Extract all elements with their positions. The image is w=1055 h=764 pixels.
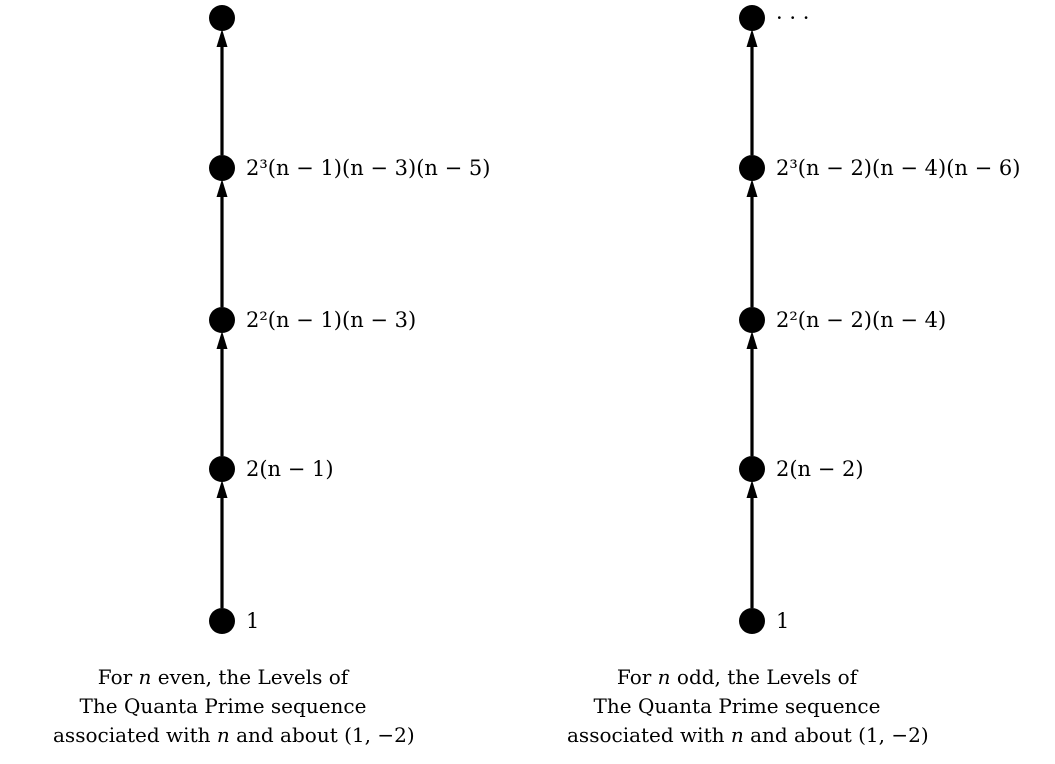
caption-even-line-2: The Quanta Prime sequence	[79, 694, 367, 718]
arrowhead-even-1	[216, 331, 228, 349]
edge-odd-3	[746, 29, 758, 155]
edge-even-2	[216, 179, 228, 307]
diagram-even: 1 2(n − 1) 2²(n − 1)(n − 3) 2³(n − 1)(n − 3…	[209, 5, 490, 634]
caption-even-line-3: associated with n and about (1, −2)	[53, 723, 415, 747]
node-label-odd-3: 2³(n − 2)(n − 4)(n − 6)	[776, 156, 1020, 180]
node-even-2	[209, 307, 235, 333]
arrowhead-odd-2	[746, 179, 758, 197]
node-even-4	[209, 5, 235, 31]
arrowhead-even-3	[216, 29, 228, 47]
arrowhead-odd-0	[746, 480, 758, 498]
edge-odd-1	[746, 331, 758, 456]
arrowhead-even-0	[216, 480, 228, 498]
node-label-odd-4: · · ·	[776, 6, 809, 30]
node-label-even-0: 1	[246, 609, 259, 633]
node-odd-1	[739, 456, 765, 482]
node-odd-2	[739, 307, 765, 333]
edge-odd-0	[746, 480, 758, 608]
caption-odd-line-2: The Quanta Prime sequence	[593, 694, 881, 718]
caption-odd-line-1: For n odd, the Levels of	[616, 665, 858, 689]
caption-odd-line-3: associated with n and about (1, −2)	[567, 723, 929, 747]
node-label-even-3: 2³(n − 1)(n − 3)(n − 5)	[246, 156, 490, 180]
arrowhead-odd-3	[746, 29, 758, 47]
edge-odd-2	[746, 179, 758, 307]
node-even-1	[209, 456, 235, 482]
node-label-odd-0: 1	[776, 609, 789, 633]
caption-even-line-1: For n even, the Levels of	[97, 665, 349, 689]
node-label-odd-2: 2²(n − 2)(n − 4)	[776, 308, 946, 332]
edge-even-0	[216, 480, 228, 608]
node-odd-0	[739, 608, 765, 634]
node-even-0	[209, 608, 235, 634]
edge-even-1	[216, 331, 228, 456]
node-label-even-1: 2(n − 1)	[246, 457, 334, 481]
arrowhead-odd-1	[746, 331, 758, 349]
caption-even: For n even, the Levels of The Quanta Pri…	[53, 663, 415, 750]
node-label-even-2: 2²(n − 1)(n − 3)	[246, 308, 416, 332]
node-odd-4	[739, 5, 765, 31]
arrowhead-even-2	[216, 179, 228, 197]
edge-even-3	[216, 29, 228, 155]
node-even-3	[209, 155, 235, 181]
node-odd-3	[739, 155, 765, 181]
diagram-odd: 1 2(n − 2) 2²(n − 2)(n − 4) 2³(n − 2)(n − 4…	[739, 5, 1020, 634]
caption-odd: For n odd, the Levels of The Quanta Prim…	[567, 663, 929, 750]
node-label-odd-1: 2(n − 2)	[776, 457, 864, 481]
